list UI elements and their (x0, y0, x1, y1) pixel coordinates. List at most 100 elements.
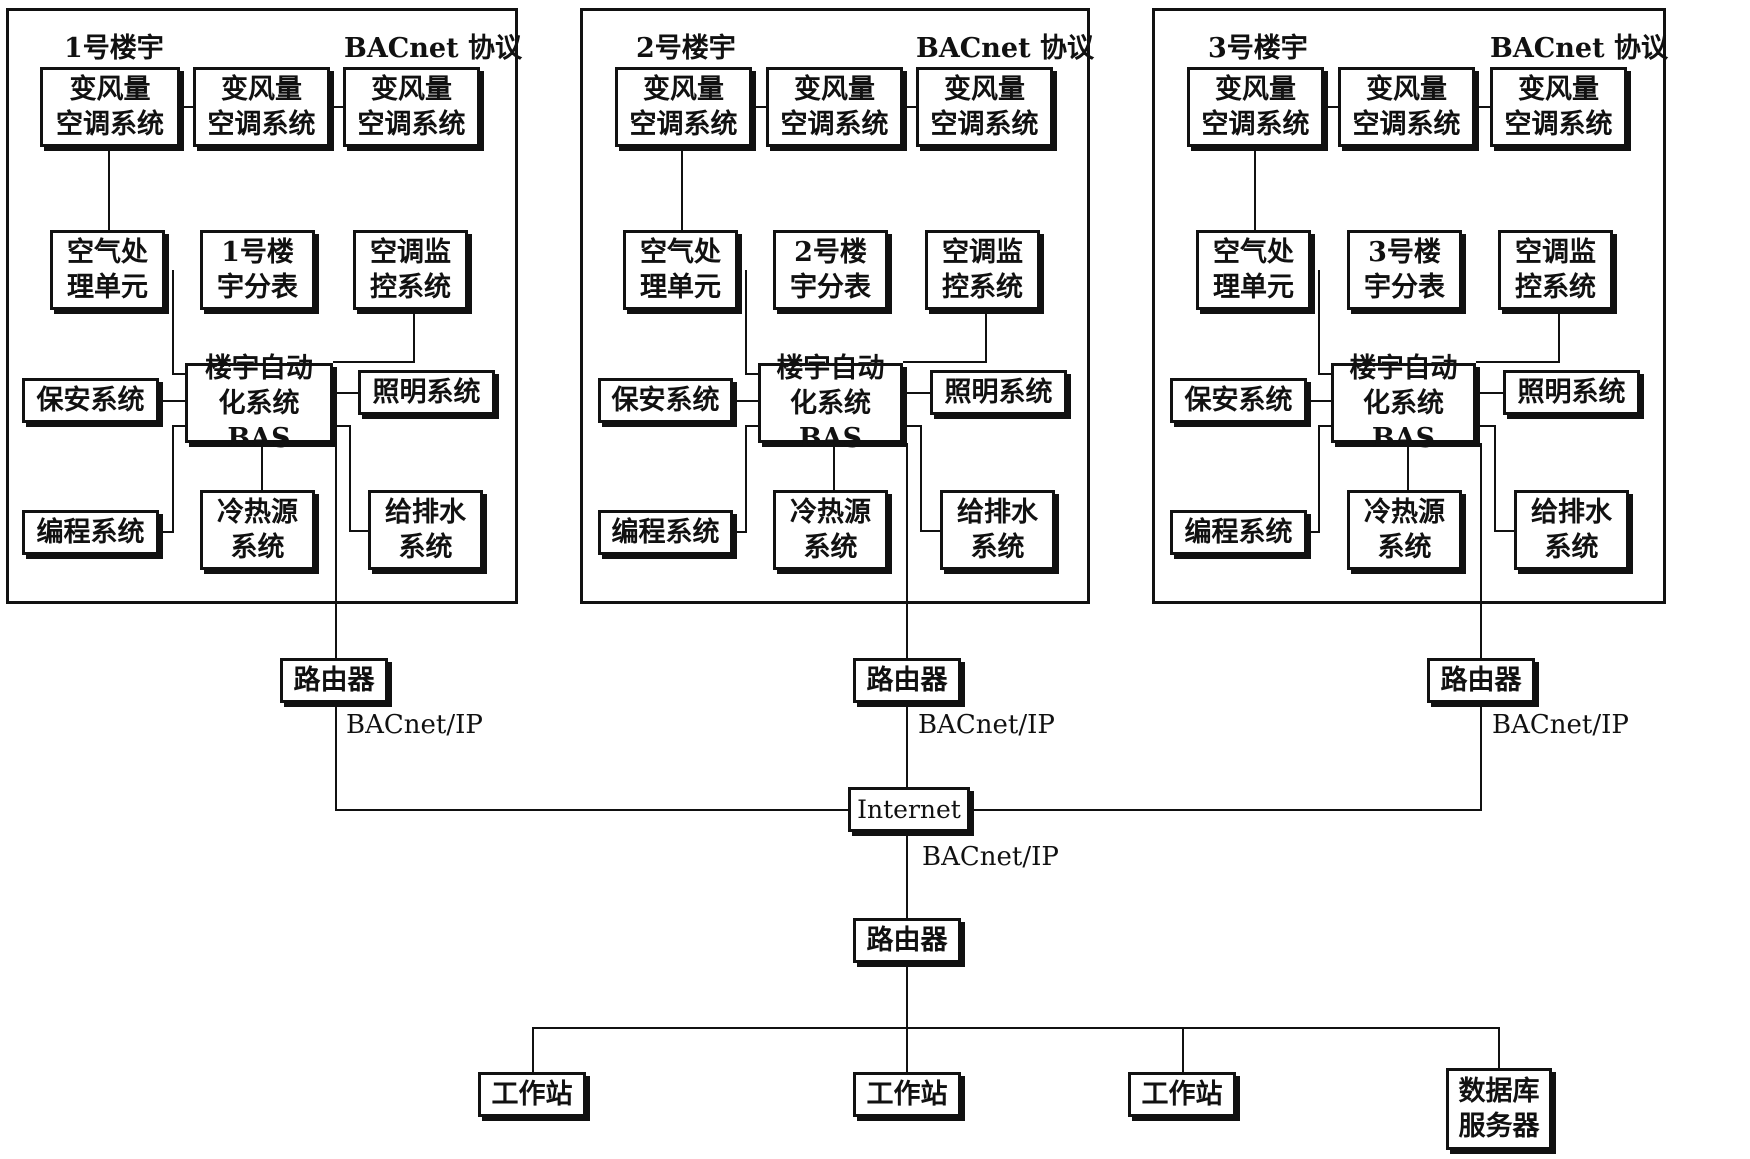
connector (833, 443, 835, 490)
connector (1558, 310, 1560, 362)
connector (1318, 373, 1331, 375)
building-3-frame (1152, 8, 1666, 604)
router-3-protocol: BACnet/IP (1492, 710, 1629, 740)
building-2-vav-1: 变风量 空调系统 (615, 67, 752, 147)
connector (1307, 531, 1320, 533)
connector (1407, 443, 1409, 490)
connector (330, 106, 343, 108)
connector (920, 530, 940, 532)
connector (920, 425, 922, 530)
connector (752, 106, 766, 108)
building-2-meter: 2号楼 宇分表 (773, 230, 888, 310)
building-3-meter: 3号楼 宇分表 (1347, 230, 1462, 310)
connector (172, 425, 174, 532)
connector (1480, 443, 1482, 658)
connector (745, 425, 758, 427)
connector (1476, 425, 1496, 427)
building-1-frame (6, 8, 518, 604)
connector (903, 392, 930, 394)
connector (733, 400, 758, 402)
building-3-chiller: 冷热源 系统 (1347, 490, 1462, 570)
building-1-chiller: 冷热源 系统 (200, 490, 315, 570)
connector (1476, 392, 1503, 394)
router-3: 路由器 (1427, 658, 1535, 703)
connector (903, 361, 987, 363)
building-1-security: 保安系统 (22, 378, 159, 423)
building-1-vav-2: 变风量 空调系统 (193, 67, 330, 147)
connector (1480, 703, 1482, 810)
connector (333, 425, 351, 427)
connector (906, 443, 908, 658)
connector (532, 1027, 1500, 1029)
building-1-hvac-monitor: 空调监 控系统 (353, 230, 468, 310)
building-3-programming: 编程系统 (1170, 510, 1307, 555)
connector (261, 443, 263, 490)
building-1-vav-1: 变风量 空调系统 (40, 67, 180, 147)
building-1-programming: 编程系统 (22, 510, 159, 555)
connector (1318, 270, 1320, 373)
internet-node: Internet (848, 787, 970, 832)
building-3-bas: 楼宇自动 化系统BAS (1331, 353, 1476, 454)
connector (1494, 530, 1514, 532)
connector (172, 373, 185, 375)
connector (906, 963, 908, 1028)
database-server: 数据库 服务器 (1446, 1068, 1552, 1150)
router-1-protocol: BACnet/IP (346, 710, 483, 740)
connector (108, 147, 110, 230)
connector (335, 703, 337, 810)
building-3-lighting: 照明系统 (1503, 370, 1640, 415)
connector (903, 106, 916, 108)
connector (745, 270, 747, 373)
connector (1498, 1027, 1500, 1068)
connector (1182, 1027, 1184, 1072)
building-1-lighting: 照明系统 (358, 370, 495, 415)
building-2-protocol: BACnet 协议 (916, 33, 1094, 64)
building-3-hvac-monitor: 空调监 控系统 (1498, 230, 1613, 310)
connector (903, 425, 922, 427)
connector (970, 809, 1482, 811)
building-3-protocol: BACnet 协议 (1490, 33, 1668, 64)
building-3-ahu: 空气处 理单元 (1196, 230, 1311, 310)
workstation-1: 工作站 (478, 1072, 586, 1117)
connector (335, 809, 848, 811)
workstation-3: 工作站 (1128, 1072, 1236, 1117)
building-2-water: 给排水 系统 (940, 490, 1055, 570)
building-2-hvac-monitor: 空调监 控系统 (925, 230, 1040, 310)
connector (349, 425, 351, 530)
workstation-2: 工作站 (853, 1072, 961, 1117)
connector (333, 361, 415, 363)
connector (159, 400, 185, 402)
internet-protocol: BACnet/IP (922, 842, 1059, 872)
connector (1475, 106, 1490, 108)
building-2-programming: 编程系统 (598, 510, 733, 555)
connector (906, 1027, 908, 1072)
connector (1494, 425, 1496, 530)
connector (733, 531, 747, 533)
connector (1254, 147, 1256, 230)
connector (1318, 425, 1331, 427)
connector (349, 530, 368, 532)
connector (985, 310, 987, 362)
connector (1318, 425, 1320, 532)
connector (1476, 361, 1560, 363)
building-3-water: 给排水 系统 (1514, 490, 1629, 570)
building-1-bas: 楼宇自动 化系统BAS (185, 353, 333, 454)
central-router: 路由器 (853, 918, 961, 963)
connector (172, 425, 185, 427)
connector (335, 443, 337, 658)
connector (681, 147, 683, 230)
connector (906, 832, 908, 918)
building-2-security: 保安系统 (598, 378, 733, 423)
connector (1324, 106, 1338, 108)
building-1-protocol: BACnet 协议 (344, 33, 522, 64)
router-2-protocol: BACnet/IP (918, 710, 1055, 740)
connector (532, 1027, 534, 1072)
building-2-chiller: 冷热源 系统 (773, 490, 888, 570)
building-2-vav-2: 变风量 空调系统 (766, 67, 903, 147)
connector (745, 425, 747, 532)
building-2-lighting: 照明系统 (930, 370, 1067, 415)
connector (172, 270, 174, 373)
building-3-vav-2: 变风量 空调系统 (1338, 67, 1475, 147)
router-2: 路由器 (853, 658, 961, 703)
